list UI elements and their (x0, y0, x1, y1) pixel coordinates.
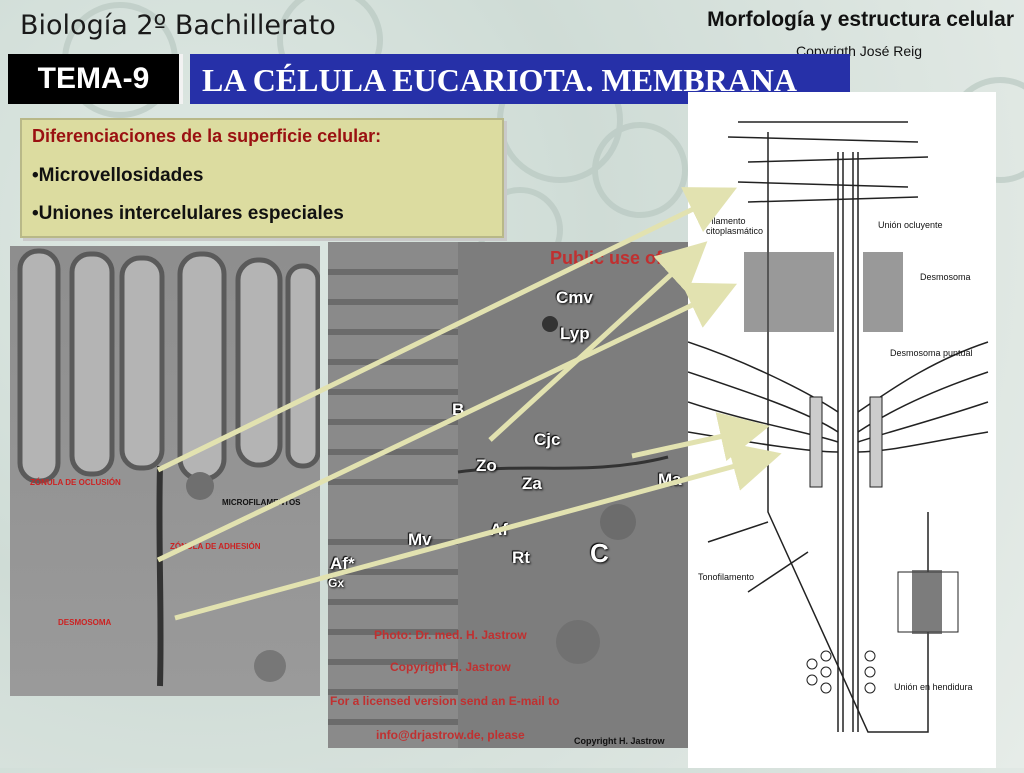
label-filamento: Filamento citoplasmático (706, 216, 764, 236)
textbox-heading: Diferenciaciones de la superficie celula… (32, 126, 382, 146)
tema-badge: TEMA-9 (8, 54, 183, 104)
em-label-b: B (452, 400, 465, 419)
em-label-ma: Ma (658, 470, 682, 489)
credit-line: For a licensed version send an E-mail to (330, 694, 560, 708)
em-label-gx: Gx (328, 576, 345, 590)
credit-line: Copyright H. Jastrow (390, 660, 511, 674)
label-zonula-oclusion: ZÓNULA DE OCLUSIÓN (30, 478, 121, 487)
label-desmosoma: DESMOSOMA (58, 618, 112, 627)
junction-diagram-drawing (687, 121, 989, 733)
watermark-text: Public use of c (550, 248, 678, 268)
micrograph-left-image (10, 246, 321, 696)
em-label-c: C (590, 538, 609, 568)
label-microfilamentos: MICROFILAMENTOS (222, 498, 301, 507)
list-item: •Uniones intercelulares especiales (32, 203, 344, 224)
label-tonofilamento: Tonofilamento (698, 572, 755, 582)
label-desmosoma-diagram: Desmosoma (920, 272, 971, 282)
micrograph-middle: Public use of c Cmv Lyp B Cjc Zo Za Ma M… (328, 242, 688, 748)
credit-line: Photo: Dr. med. H. Jastrow (374, 628, 527, 642)
em-label-za: Za (522, 474, 542, 493)
em-label-lyp: Lyp (560, 324, 590, 343)
em-label-af: Af (490, 520, 508, 539)
label-union-ocluyente: Unión ocluyente (878, 220, 943, 230)
em-label-mv: Mv (408, 530, 432, 549)
photo-copyright: Copyright H. Jastrow (574, 736, 665, 746)
credit-line: info@drjastrow.de, please (376, 728, 525, 742)
em-label-cmv: Cmv (556, 288, 593, 307)
em-label-af-star: Af* (330, 554, 355, 573)
em-label-rt: Rt (512, 548, 530, 567)
label-desmosoma-puntual: Desmosoma puntual (890, 348, 973, 358)
topic-title: Morfología y estructura celular (707, 8, 1014, 31)
em-label-zo: Zo (476, 456, 497, 475)
course-title: Biología 2º Bachillerato (20, 10, 336, 41)
micrograph-left: ZÓNULA DE OCLUSIÓN MICROFILAMENTOS ZÓNUL… (10, 246, 321, 696)
junction-diagram: Filamento citoplasmático Unión ocluyente… (687, 92, 996, 768)
label-union-hendidura: Unión en hendidura (894, 682, 973, 692)
list-item: •Microvellosidades (32, 165, 204, 186)
text-box: Diferenciaciones de la superficie celula… (20, 118, 504, 238)
label-zonula-adhesion: ZÓNULA DE ADHESIÓN (170, 542, 261, 551)
em-label-cjc: Cjc (534, 430, 561, 449)
